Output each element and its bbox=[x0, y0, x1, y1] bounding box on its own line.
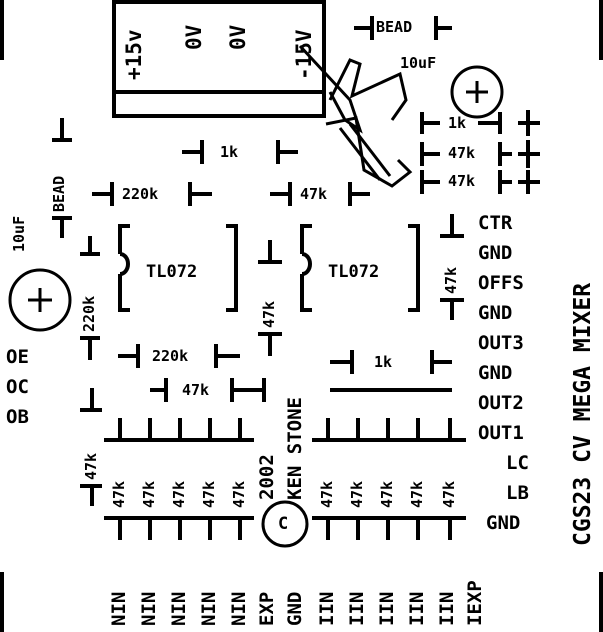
pad-label: CTR bbox=[478, 212, 513, 234]
pad-label: IIN bbox=[316, 591, 338, 626]
pad-label: IEXP bbox=[464, 580, 486, 626]
pad-label: GND bbox=[478, 302, 513, 324]
resistor-label: 1k bbox=[374, 353, 393, 371]
resistor-label: 47k bbox=[448, 172, 476, 190]
power-header-outline bbox=[112, 0, 326, 118]
resistor-label: 47k bbox=[378, 480, 396, 508]
pad-label: IIN bbox=[436, 591, 458, 626]
resistor-label: 47k bbox=[260, 300, 278, 328]
credit-year: 2002 bbox=[256, 454, 278, 500]
pad-label: GND bbox=[478, 242, 513, 264]
board-title: CGS23 CV MEGA MIXER bbox=[570, 282, 596, 546]
pad-label: OE bbox=[6, 346, 29, 368]
pad-label: OUT2 bbox=[478, 392, 524, 414]
resistor-label: 1k bbox=[220, 143, 239, 161]
copyright-circle bbox=[261, 500, 309, 548]
pad-label: IIN bbox=[376, 591, 398, 626]
ic-label: TL072 bbox=[146, 262, 198, 282]
pad-label: IIN bbox=[346, 591, 368, 626]
bead-label: BEAD bbox=[376, 18, 413, 36]
nin-top-bars bbox=[104, 418, 254, 442]
pad-label: NIN bbox=[228, 591, 250, 626]
resistor-label: 47k bbox=[318, 480, 336, 508]
pad-label: LB bbox=[506, 482, 529, 504]
power-pin-label: 0V bbox=[182, 24, 206, 50]
pad-label: OUT3 bbox=[478, 332, 524, 354]
credit-author: KEN STONE bbox=[284, 397, 306, 500]
power-pin-label: +15v bbox=[122, 29, 146, 80]
power-pin-label: 0V bbox=[226, 24, 250, 50]
resistor-label: 220k bbox=[80, 295, 98, 332]
iin-bottom-bars bbox=[312, 516, 466, 540]
pad-label: OFFS bbox=[478, 272, 524, 294]
pad-label: NIN bbox=[138, 591, 160, 626]
pad-label: OB bbox=[6, 406, 29, 428]
pad-label: EXP bbox=[256, 591, 278, 626]
nin-bottom-bars bbox=[104, 516, 254, 540]
pad-label: NIN bbox=[108, 591, 130, 626]
pad-label: IIN bbox=[406, 591, 428, 626]
resistor-label: 220k bbox=[152, 347, 189, 365]
copyright-symbol: C bbox=[278, 514, 289, 534]
resistor-label: 47k bbox=[170, 480, 188, 508]
resistor-label: 47k bbox=[348, 480, 366, 508]
resistor-label: 47k bbox=[200, 480, 218, 508]
ic-label: TL072 bbox=[328, 262, 380, 282]
resistor-label: 47k bbox=[440, 480, 458, 508]
power-pin-label: -15V bbox=[292, 29, 316, 80]
capacitor-label: 10uF bbox=[400, 54, 437, 72]
jumper-trace bbox=[298, 44, 413, 188]
resistor-label: 47k bbox=[182, 381, 210, 399]
pad-label: OC bbox=[6, 376, 29, 398]
pad-label: GND bbox=[486, 512, 521, 534]
resistor-label: 47k bbox=[82, 452, 100, 480]
resistor-label: 220k bbox=[122, 185, 159, 203]
pad-label: LC bbox=[506, 452, 529, 474]
pad-label: GND bbox=[284, 591, 306, 626]
pad-label: NIN bbox=[168, 591, 190, 626]
capacitor-label: 10uF bbox=[10, 215, 28, 252]
bead-label: BEAD bbox=[50, 175, 68, 212]
resistor-label: 47k bbox=[230, 480, 248, 508]
resistor-label: 47k bbox=[448, 144, 476, 162]
resistor-label: 47k bbox=[408, 480, 426, 508]
resistor-label: 47k bbox=[442, 266, 460, 294]
iin-top-bars bbox=[312, 418, 466, 442]
resistor-label: 47k bbox=[300, 185, 328, 203]
pad-label: GND bbox=[478, 362, 513, 384]
pad-label: OUT1 bbox=[478, 422, 524, 444]
resistor-label: 1k bbox=[448, 114, 467, 132]
pad-label: NIN bbox=[198, 591, 220, 626]
resistor-label: 47k bbox=[140, 480, 158, 508]
resistor-label: 47k bbox=[110, 480, 128, 508]
